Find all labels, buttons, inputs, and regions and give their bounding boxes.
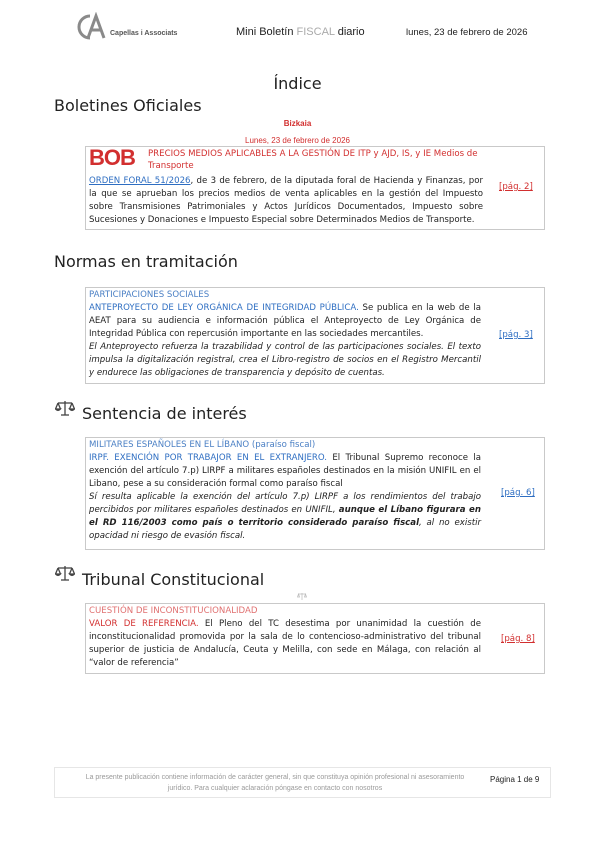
bulletin-title: Mini Boletín FISCAL diario	[236, 26, 365, 38]
boletin-item-title: PRECIOS MEDIOS APLICABLES A LA GESTIÓN D…	[148, 149, 478, 171]
normas-category: PARTICIPACIONES SOCIALES	[89, 290, 210, 300]
page-ref-link[interactable]: [pág. 8]	[501, 634, 535, 644]
orden-foral-link[interactable]: ORDEN FORAL 51/2026	[89, 176, 191, 186]
section-heading-normas: Normas en tramitación	[54, 252, 238, 271]
region-label: Bizkaia	[283, 119, 312, 128]
normas-item-body: ANTEPROYECTO DE LEY ORGÁNICA DE INTEGRID…	[89, 303, 481, 378]
section-heading-boletines: Boletines Oficiales	[54, 96, 202, 115]
section-heading-sentencia: Sentencia de interés	[82, 404, 247, 423]
boletin-date: Lunes, 23 de febrero de 2026	[245, 136, 350, 145]
page-ref-link[interactable]: [pág. 3]	[499, 330, 533, 340]
footer-disclaimer: La presente publicación contiene informa…	[85, 774, 465, 792]
page-ref-link[interactable]: [pág. 6]	[501, 488, 535, 498]
bob-logo: BOB	[89, 145, 136, 170]
sentencia-item-box	[85, 437, 545, 550]
sentencia-category: MILITARES ESPAÑOLES EN EL LÍBANO (paraís…	[89, 440, 316, 450]
section-heading-tribunal: Tribunal Constitucional	[82, 570, 265, 589]
footer-box	[54, 767, 551, 798]
sentencia-item-body: IRPF. EXENCIÓN POR TRABAJOR EN EL EXTRAN…	[89, 453, 481, 541]
index-title: Índice	[273, 74, 322, 93]
tribunal-category: CUESTIÓN DE INCONSTITUCIONALIDAD	[89, 606, 258, 616]
tribunal-item-box	[85, 603, 545, 674]
brand-name: Capellas i Associats	[110, 30, 178, 37]
page-ref-link[interactable]: [pág. 2]	[499, 182, 533, 192]
scales-icon	[297, 592, 307, 600]
header-date: lunes, 23 de febrero de 2026	[406, 27, 528, 38]
scales-icon	[55, 401, 75, 416]
page-number: Página 1 de 9	[490, 775, 540, 784]
boletin-item-box	[85, 146, 545, 230]
scales-icon	[55, 566, 75, 581]
company-logo-icon	[77, 12, 106, 40]
normas-item-box	[85, 287, 545, 384]
tribunal-item-body: VALOR DE REFERENCIA. El Pleno del TC des…	[89, 619, 481, 668]
boletin-item-body: ORDEN FORAL 51/2026, de 3 de febrero, de…	[89, 176, 484, 225]
